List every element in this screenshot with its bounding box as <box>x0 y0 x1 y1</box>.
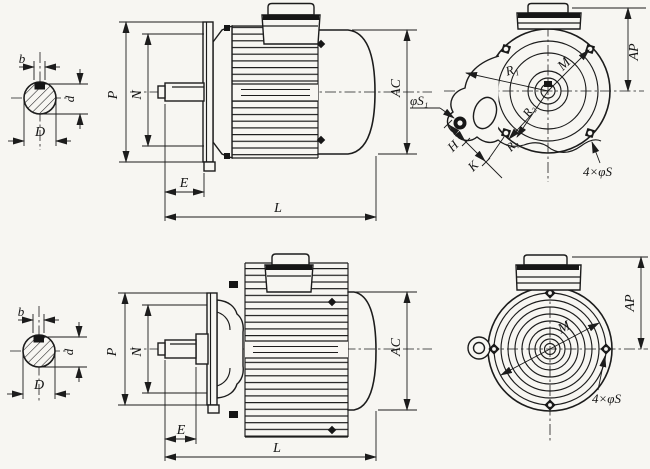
terminal-box-cap <box>527 2 569 14</box>
dim-label-H: H <box>443 137 461 155</box>
motor-side-view-top: P N AC E L <box>106 2 432 221</box>
dim-label-L-btm: L <box>272 441 281 456</box>
dim-label-N-btm: N <box>130 347 145 358</box>
shaft-key-section-bottom: b d D <box>7 304 87 403</box>
casting-bottom-edge <box>493 135 602 153</box>
motor-front-view-bottom: M AP 4×φS <box>467 254 648 442</box>
rear-endshield <box>317 29 376 155</box>
front-endshield <box>216 299 244 399</box>
dim-label-L-top: L <box>273 201 282 216</box>
endshield-bolt <box>327 425 337 435</box>
cover-bolt <box>600 343 612 355</box>
dim-label-AP-btm: AP <box>623 294 638 313</box>
keyway-notch <box>34 82 45 90</box>
dim-label-b-top: b <box>19 51 26 66</box>
dim-label-phiS1: φS₁ <box>410 93 428 108</box>
dim-label-P-top: P <box>106 90 121 100</box>
cover-bolt <box>544 399 556 411</box>
motor-side-view-bottom: P N AC E L <box>105 253 432 461</box>
front-endshield <box>212 24 233 160</box>
terminal-box-cap <box>523 254 568 266</box>
dim-label-AP-top: AP <box>627 43 642 62</box>
dim-label-d-btm: d <box>61 348 76 355</box>
endshield-bolt <box>327 297 337 307</box>
dim-label-4phiS-btm: 4×φS <box>592 391 621 406</box>
rear-endshield <box>347 291 377 411</box>
dim-label-D-top: D <box>34 125 45 140</box>
dim-label-E-btm: E <box>176 423 186 438</box>
dim-label-4phiS-top: 4×φS <box>583 164 612 179</box>
motor-front-view-top: R₁ R₂ R₃ M φS₁ H K 4×φS AP <box>410 2 646 182</box>
endshield-bolt <box>316 39 326 49</box>
dim-label-d-top: d <box>62 95 77 102</box>
shaft-key <box>544 81 552 87</box>
flange-bolt <box>500 43 512 55</box>
dim-label-R1: R₁ <box>503 61 520 79</box>
dim-label-E-top: E <box>179 176 189 191</box>
shaft-end-cap <box>157 342 166 356</box>
dim-label-P-btm: P <box>105 347 120 357</box>
dim-label-AC-top: AC <box>389 78 404 98</box>
lug-cutout <box>472 96 498 130</box>
dim-label-K: K <box>464 157 482 175</box>
dim-label-M-top: M <box>554 54 575 75</box>
dim-label-N-top: N <box>130 90 145 101</box>
dim-label-AC-btm: AC <box>389 337 404 357</box>
shaft-collar <box>195 333 209 365</box>
flange-lip <box>203 161 216 172</box>
keyway-notch <box>33 335 44 343</box>
dim-label-D-btm: D <box>33 378 44 393</box>
flange-bolt <box>584 127 596 139</box>
dim-label-b-btm: b <box>18 304 25 319</box>
shaft <box>164 339 197 359</box>
dim-label-R3: R₃ <box>502 136 521 155</box>
terminal-box-cap <box>271 253 310 266</box>
flange-lip <box>207 404 220 414</box>
endshield-bolt <box>316 135 326 145</box>
shaft <box>164 82 205 102</box>
shaft-key-section-top: b d D <box>8 51 88 150</box>
shaft-end-cap <box>157 85 166 99</box>
terminal-box-cap <box>267 2 315 16</box>
